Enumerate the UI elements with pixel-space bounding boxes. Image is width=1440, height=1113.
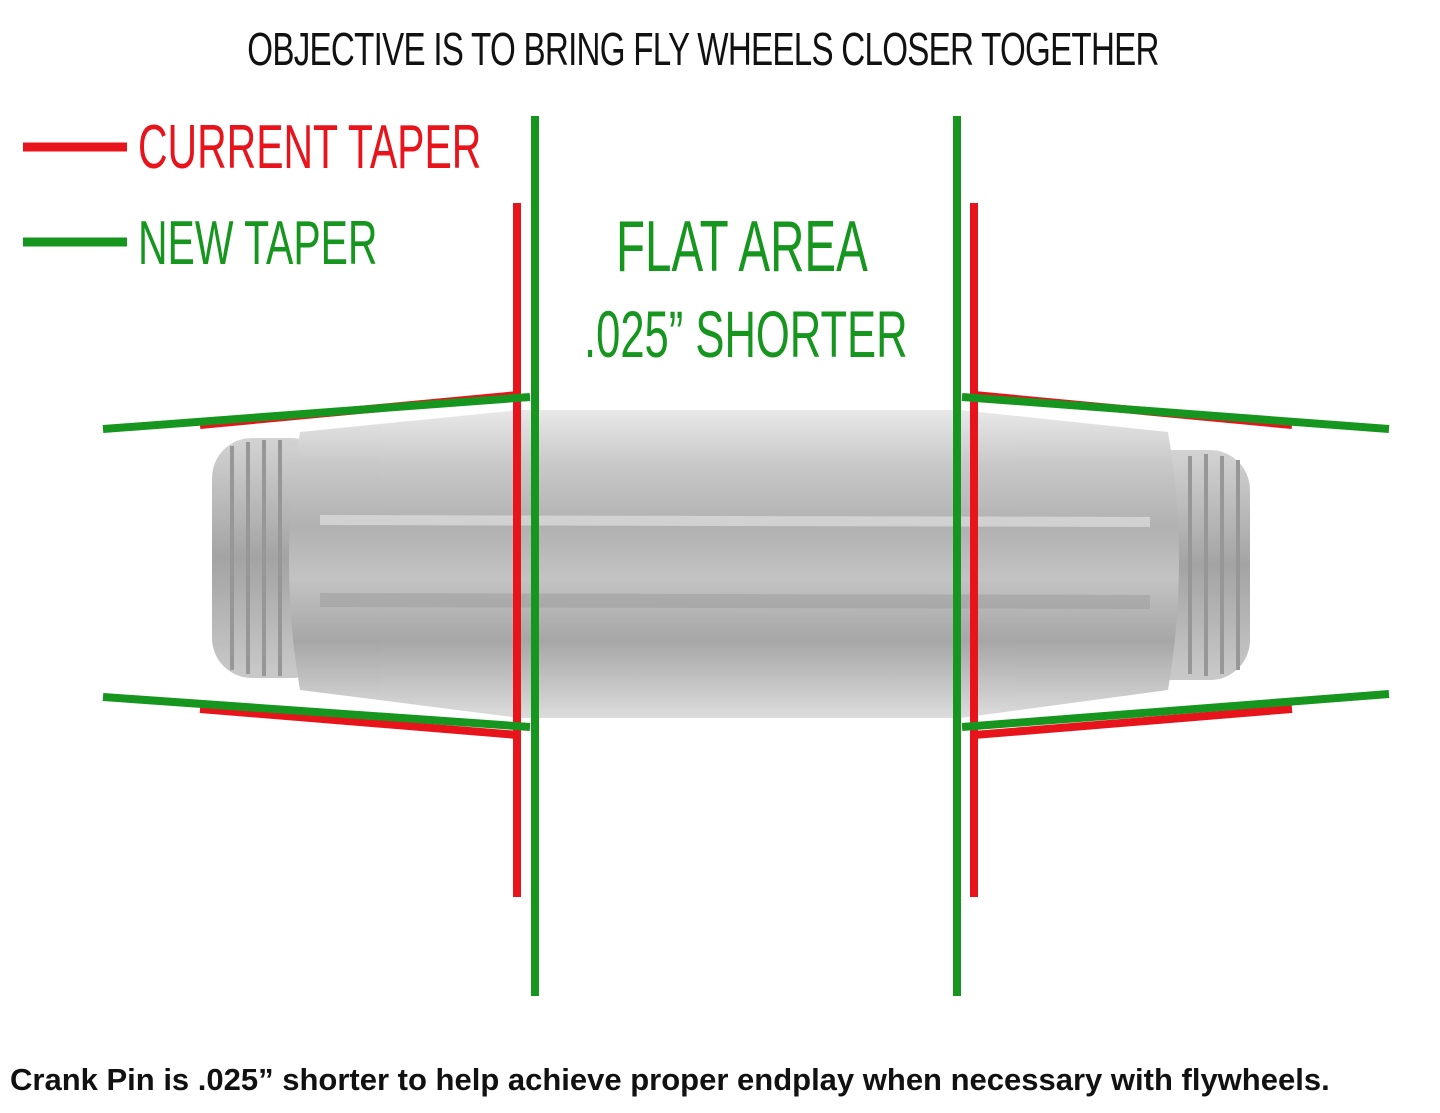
flat-area-subtitle: .025” SHORTER xyxy=(584,297,908,371)
pin-highlight xyxy=(319,515,1151,527)
legend-new-label: NEW TAPER xyxy=(138,209,378,278)
flat-area-title: FLAT AREA xyxy=(616,207,868,287)
new-taper-right-top xyxy=(961,393,1390,433)
caption: Crank Pin is .025” shorter to help achie… xyxy=(10,1062,1330,1097)
current-taper-left-bottom xyxy=(199,705,519,739)
crank-pin-illustration xyxy=(212,410,1250,718)
new-taper-left-top xyxy=(102,393,531,433)
legend-current-label: CURRENT TAPER xyxy=(138,113,482,182)
new-taper-lines xyxy=(102,116,1390,996)
left-thread-grooves xyxy=(230,440,282,676)
pin-body xyxy=(289,410,1179,718)
current-taper-right-bottom xyxy=(973,705,1293,739)
new-taper-left-bottom xyxy=(102,693,531,731)
diagram-title: OBJECTIVE IS TO BRING FLY WHEELS CLOSER … xyxy=(247,23,1159,75)
pin-shadow xyxy=(319,593,1151,609)
new-taper-right-bottom xyxy=(961,690,1390,731)
right-thread-grooves xyxy=(1188,454,1240,676)
